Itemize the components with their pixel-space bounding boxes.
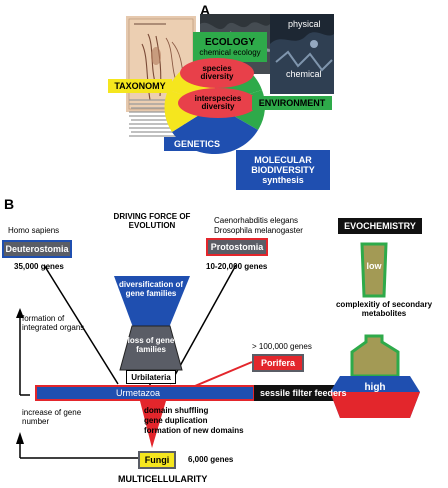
high-top bbox=[350, 334, 400, 378]
urmetazoa-label: Urmetazoa bbox=[116, 388, 161, 398]
organs-arrow-head bbox=[16, 308, 24, 318]
domain-shuffling-label: domain shuffling bbox=[144, 406, 209, 415]
formation-organs-label: formation of integrated organs bbox=[22, 314, 85, 332]
panel-b-label: B bbox=[4, 196, 15, 212]
formation-domains-label: formation of new domains bbox=[144, 426, 244, 435]
deuterostomia-box: Deuterostomia bbox=[2, 240, 72, 258]
genetics-box: GENETICS bbox=[164, 137, 230, 151]
cave-photo-image bbox=[270, 14, 334, 94]
diversification-label: diversification of gene families bbox=[118, 280, 183, 298]
caenorhabditis-label: Caenorhabditis elegans bbox=[214, 216, 299, 225]
molecular-biodiversity-box: MOLECULAR BIODIVERSITY synthesis bbox=[236, 150, 330, 190]
deutero-line bbox=[43, 264, 119, 385]
high-label: high bbox=[364, 382, 386, 393]
complexity-label: complexitiy of secondary metabolites bbox=[335, 300, 433, 318]
environment-box: ENVIRONMENT bbox=[252, 96, 332, 110]
gene-duplication-label: gene duplication bbox=[144, 416, 208, 425]
physical-label: physical bbox=[288, 19, 321, 29]
species-diversity-ellipse: species diversity bbox=[180, 58, 254, 88]
interspecies-diversity-ellipse: interspecies diversity bbox=[178, 88, 258, 118]
deutero-genes-label: 35,000 genes bbox=[14, 262, 64, 271]
ecology-label: ECOLOGY bbox=[204, 37, 255, 48]
chemical-ecology-label: chemical ecology bbox=[199, 48, 261, 57]
loss-trapezoid bbox=[119, 325, 183, 371]
loss-label: loss of gene families bbox=[127, 336, 175, 354]
sessile-label: sessile filter feeders bbox=[260, 388, 347, 398]
panel-a-label: A bbox=[200, 2, 211, 18]
porifera-box: Porifera bbox=[252, 354, 304, 372]
increase-label: increase of gene number bbox=[22, 408, 82, 426]
protostomia-box: Protostomia bbox=[206, 238, 268, 256]
gene-number-arrow-head bbox=[16, 432, 24, 444]
urbilateria-box: Urbilateria bbox=[126, 370, 176, 384]
ecology-box: ECOLOGY chemical ecology bbox=[193, 32, 267, 62]
evochemistry-box: EVOCHEMISTRY bbox=[338, 218, 422, 234]
homo-sapiens-label: Homo sapiens bbox=[8, 226, 60, 235]
drosophila-label: Drosophila melanogaster bbox=[214, 226, 303, 235]
driving-force-label: DRIVING FORCE OF EVOLUTION bbox=[113, 212, 191, 230]
chemical-label: chemical bbox=[286, 69, 322, 79]
species-diversity-label: species diversity bbox=[200, 64, 234, 81]
fungi-box: Fungi bbox=[138, 451, 176, 469]
diversification-funnel bbox=[114, 276, 190, 330]
high-base bbox=[330, 392, 420, 418]
low-column bbox=[360, 242, 388, 298]
proto-line bbox=[169, 264, 237, 385]
molecular-biodiversity-label: MOLECULAR BIODIVERSITY bbox=[251, 155, 315, 175]
low-label: low bbox=[366, 261, 382, 271]
domain-triangle bbox=[140, 401, 166, 448]
interspecies-diversity-label: interspecies diversity bbox=[194, 94, 242, 111]
fungi-genes-label: 6,000 genes bbox=[188, 455, 234, 464]
proto-genes-label: 10-20,000 genes bbox=[206, 262, 268, 271]
synthesis-label: synthesis bbox=[262, 175, 304, 185]
multicellularity-label: MULTICELLULARITY bbox=[118, 474, 208, 484]
taxonomy-box: TAXONOMY bbox=[108, 79, 172, 93]
porifera-genes-label: > 100,000 genes bbox=[252, 342, 312, 351]
